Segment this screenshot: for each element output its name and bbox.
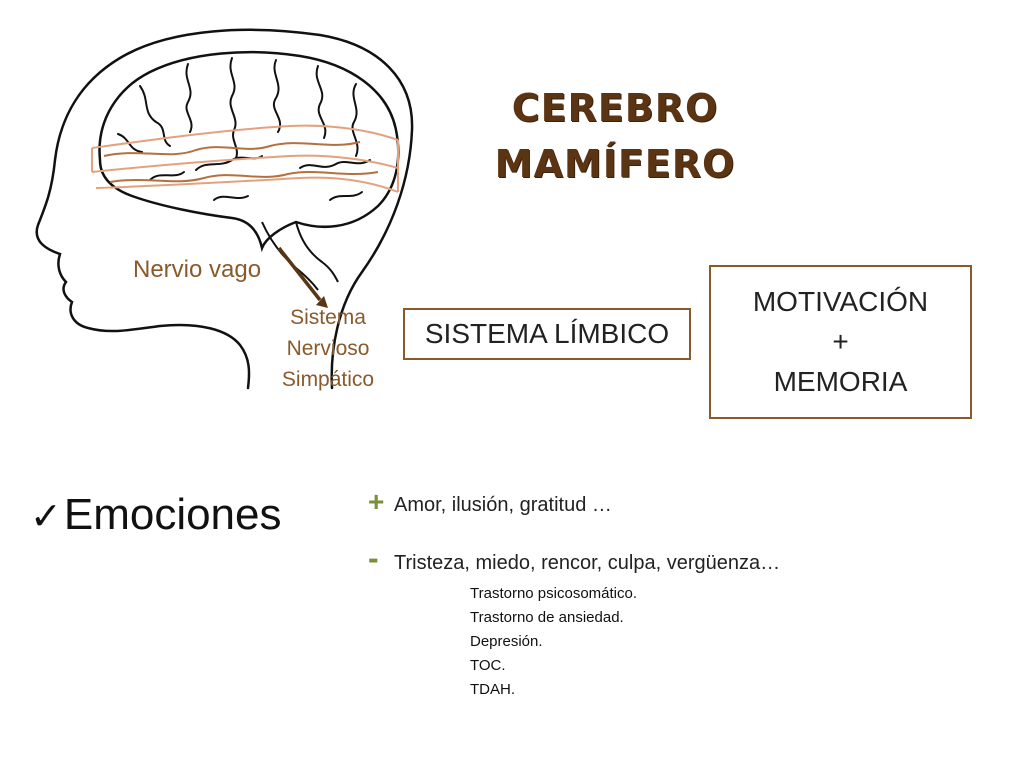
- list-item: TOC.: [470, 657, 506, 674]
- positive-emotions-line: + Amor, ilusión, gratitud …: [368, 486, 612, 518]
- nerve-arrow-line: [277, 246, 322, 302]
- brain-folds: [117, 57, 371, 201]
- minus-sign: -: [368, 540, 379, 576]
- nerve-arrow-head: [316, 296, 328, 308]
- sistema-limbico-box: SISTEMA LÍMBICO: [403, 308, 691, 360]
- emociones-heading: ✓Emociones: [30, 490, 282, 540]
- plus-text: +: [832, 326, 849, 357]
- limbic-band-inner: [103, 141, 379, 183]
- disorders-list: Trastorno psicosomático. Trastorno de an…: [470, 582, 637, 702]
- list-item: Depresión.: [470, 633, 543, 650]
- motivacion-text: MOTIVACIÓN: [752, 286, 929, 317]
- plus-sign: +: [368, 486, 385, 517]
- negative-emotions-text: Tristeza, miedo, rencor, culpa, vergüenz…: [394, 552, 781, 574]
- title-line-1: CEREBRO: [511, 86, 719, 130]
- head-outline: [35, 28, 414, 390]
- memoria-text: MEMORIA: [773, 366, 908, 397]
- simpatico-text: Simpático: [281, 368, 375, 391]
- positive-emotions-text: Amor, ilusión, gratitud …: [394, 494, 612, 516]
- sistema-nervioso-simpatico-label: Sistema Nervioso Simpático: [268, 302, 388, 395]
- title-line-2: MAMÍFERO: [494, 142, 736, 186]
- negative-emotions-line: -Tristeza, miedo, rencor, culpa, vergüen…: [368, 540, 780, 577]
- limbic-band: [91, 124, 399, 193]
- sistema-limbico-text: SISTEMA LÍMBICO: [424, 318, 670, 349]
- brain-stem: [261, 221, 339, 291]
- checkmark-icon: ✓: [30, 494, 62, 538]
- nervioso-text: Nervioso: [286, 337, 370, 360]
- list-item: Trastorno psicosomático.: [470, 585, 638, 602]
- brain-outline: [98, 50, 400, 253]
- list-item: Trastorno de ansiedad.: [470, 609, 624, 626]
- nervio-vago-label: Nervio vago: [133, 256, 262, 283]
- emociones-text: Emociones: [63, 490, 282, 539]
- list-item: TDAH.: [470, 681, 515, 698]
- sistema-text: Sistema: [290, 306, 366, 329]
- motivacion-memoria-box: MOTIVACIÓN + MEMORIA: [709, 265, 972, 419]
